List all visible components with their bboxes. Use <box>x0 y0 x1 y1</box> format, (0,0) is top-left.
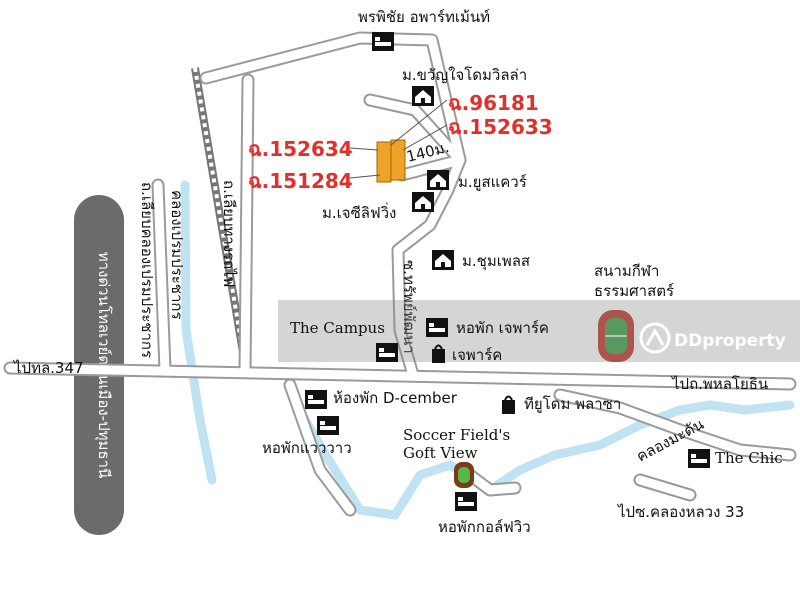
bed-icon <box>376 343 398 362</box>
house-icon <box>412 86 434 106</box>
label-dorm-waewwaw: หอพักแวววาว <box>262 439 352 457</box>
label-village-kwanjai: ม.ขวัญใจโดมวิลล่า <box>402 66 527 84</box>
label-tiyudome-plaza: ทียูโดม พลาซา <box>524 395 621 413</box>
watermark-text: DDproperty <box>674 331 786 351</box>
label-to-tl347: ไปทล.347 <box>13 359 84 377</box>
stadium-icon <box>598 310 634 362</box>
house-icon <box>412 192 434 212</box>
label-to-khlong-luang-33: ไปซ.คลองหลวง 33 <box>617 503 744 521</box>
label-jpark: เจพาร์ค <box>452 346 502 364</box>
label-room-dcember: ห้องพัก D-cember <box>333 389 458 407</box>
label-to-phahonyothin: ไปถ.พหลโยธิน <box>671 375 768 393</box>
label-village-us-square: ม.ยูสแควร์ <box>458 173 527 191</box>
label-the-campus: The Campus <box>290 319 385 337</box>
house-icon <box>427 170 449 190</box>
house-icon <box>432 250 454 270</box>
ddproperty-logo: DDproperty <box>639 322 786 354</box>
bed-icon <box>688 449 710 468</box>
bed-icon <box>455 492 477 511</box>
plot-label-2: ฉ.152633 <box>448 115 553 139</box>
plot-label-1: ฉ.96181 <box>448 91 539 115</box>
canal-label-khlong-prem: คลองเปรมประชากร <box>168 190 186 320</box>
canal-khlong-ma-dan <box>300 400 795 520</box>
shopping-bag-icon <box>502 395 515 414</box>
plot-label-4: ฉ.151284 <box>248 169 353 193</box>
label-stadium: สนามกีฬา <box>594 262 659 280</box>
label-soccer-field: Soccer Field's <box>403 426 510 444</box>
road-label-railway: ถ.เลียบทางรถไฟ <box>220 180 238 287</box>
bed-icon <box>317 416 339 435</box>
soccer-field-icon <box>454 462 474 488</box>
road-network <box>3 31 797 517</box>
bed-icon <box>426 318 448 337</box>
label-the-chic: The Chic <box>715 449 783 467</box>
label-apartment-top: พรพิชัย อพาร์ทเม้นท์ <box>358 8 490 26</box>
label-soccer-field-line2: Goft View <box>403 444 478 462</box>
road-label-soi: ซ.ทรัพย์พัฒนา <box>400 260 418 354</box>
label-stadium-line2: ธรรมศาสตร์ <box>594 282 674 300</box>
bed-icon <box>372 32 394 51</box>
road-label-khlong-prem: ถ.เลียบคลองเปรมประชากร <box>138 182 156 358</box>
label-village-chum-place: ม.ชุมเพลส <box>462 252 530 271</box>
canal-khlong-prem <box>180 180 217 485</box>
label-village-jc-living: ม.เจซีลิฟวิ่ง <box>322 202 396 222</box>
bed-icon <box>305 390 327 409</box>
label-dorm-golf-view: หอพักกอล์ฟวิว <box>438 518 531 536</box>
label-dorm-jpark: หอพัก เจพาร์ค <box>456 319 549 337</box>
shopping-bag-icon <box>432 344 445 363</box>
watermark-band <box>278 300 800 362</box>
plot-label-3: ฉ.152634 <box>248 137 353 161</box>
railway <box>191 67 250 371</box>
